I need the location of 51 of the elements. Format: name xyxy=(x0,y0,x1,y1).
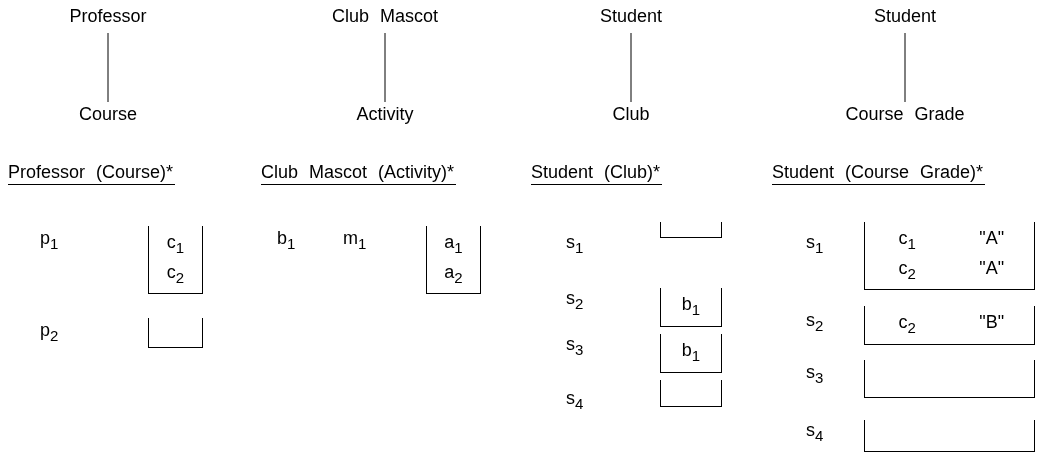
value-text: b$_{1}$ xyxy=(277,228,296,252)
value-text: s$_{2}$ xyxy=(806,310,824,334)
value-text: s$_{4}$ xyxy=(806,420,824,444)
value-text: "A" xyxy=(979,228,1005,250)
attribute-label: Club Mascot xyxy=(285,6,485,27)
table-header: Student (Course Grade)* xyxy=(772,162,986,185)
value-text: b$_{1}$ xyxy=(681,294,701,320)
value-text: b$_{1}$ xyxy=(681,340,701,366)
attribute-label: Activity xyxy=(285,104,485,125)
value-text: m$_{1}$ xyxy=(343,228,367,252)
value-text: s$_{2}$ xyxy=(566,288,584,312)
nested-relation-box xyxy=(864,222,1035,291)
attribute-label: Course xyxy=(8,104,208,125)
value-text: p$_{1}$ xyxy=(40,228,59,252)
nested-relation-box xyxy=(148,226,203,295)
value-text: s$_{4}$ xyxy=(566,388,584,412)
value-text: c$_{2}$ xyxy=(898,257,916,284)
nested-relation-box xyxy=(660,380,722,407)
value-text: s$_{1}$ xyxy=(566,232,584,256)
value-text: "B" xyxy=(979,312,1005,334)
attribute-label: Professor xyxy=(8,6,208,27)
nested-relation-box xyxy=(864,360,1035,398)
nested-relation-box xyxy=(864,420,1035,452)
connector-line xyxy=(384,32,386,103)
connector-line xyxy=(904,32,906,103)
value-text: s$_{1}$ xyxy=(806,232,824,256)
attribute-label: Student xyxy=(805,6,1005,27)
nested-relation-box xyxy=(660,334,722,373)
nested-relation-box xyxy=(660,222,722,238)
value-text: c$_{2}$ xyxy=(166,261,185,288)
value-text: a$_{1}$ xyxy=(444,232,463,258)
connector-line xyxy=(630,32,632,103)
value-text: s$_{3}$ xyxy=(566,334,584,358)
table-header: Professor (Course)* xyxy=(8,162,176,185)
nested-relation-box xyxy=(660,288,722,327)
nested-relation-box xyxy=(148,318,203,348)
nested-relation-box xyxy=(426,226,481,295)
value-text: c$_{1}$ xyxy=(898,228,916,254)
value-text: c$_{1}$ xyxy=(166,232,185,258)
value-text: p$_{2}$ xyxy=(40,320,59,344)
attribute-label: Club xyxy=(531,104,731,125)
value-text: s$_{3}$ xyxy=(806,362,824,386)
attribute-label: Course Grade xyxy=(805,104,1005,125)
table-header: Club Mascot (Activity)* xyxy=(261,162,457,185)
value-text: c$_{2}$ xyxy=(898,312,916,338)
value-text: a$_{2}$ xyxy=(444,261,463,288)
table-header: Student (Club)* xyxy=(531,162,663,185)
nested-relation-box xyxy=(864,306,1035,345)
connector-line xyxy=(107,32,109,103)
value-text: "A" xyxy=(979,257,1005,280)
attribute-label: Student xyxy=(531,6,731,27)
